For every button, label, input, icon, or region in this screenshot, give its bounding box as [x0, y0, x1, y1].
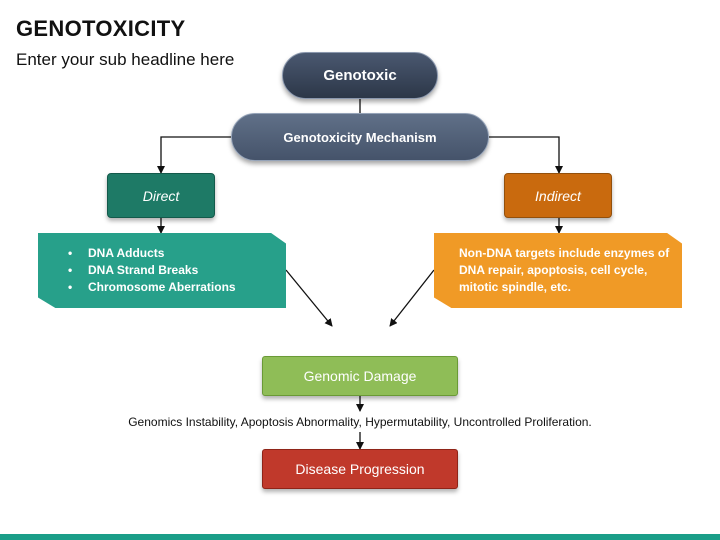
connector-indirect-note-to-damage [389, 269, 435, 327]
bottom-accent-bar [0, 534, 720, 540]
mechanism-node: Genotoxicity Mechanism [231, 113, 489, 161]
indirect-details-text: Non-DNA targets include enzymes of DNA r… [459, 246, 670, 294]
genotoxic-node: Genotoxic [282, 52, 438, 99]
genomic-damage-node: Genomic Damage [262, 356, 458, 396]
indirect-node: Indirect [504, 173, 612, 218]
page-title: GENOTOXICITY [16, 16, 186, 41]
direct-item: DNA Adducts [68, 245, 276, 262]
connector-mechanism-to-indirect [489, 136, 563, 174]
connector-direct-note-to-damage [285, 269, 333, 327]
direct-item: DNA Strand Breaks [68, 262, 276, 279]
disease-progression-node: Disease Progression [262, 449, 458, 489]
direct-details-list: DNA Adducts DNA Strand Breaks Chromosome… [68, 245, 276, 296]
effects-text: Genomics Instability, Apoptosis Abnormal… [128, 415, 592, 429]
page-subtitle: Enter your sub headline here [16, 50, 235, 69]
connector-mechanism-to-direct [157, 136, 231, 174]
indirect-details-note: Non-DNA targets include enzymes of DNA r… [434, 233, 682, 308]
direct-details-note: DNA Adducts DNA Strand Breaks Chromosome… [38, 233, 286, 308]
direct-node: Direct [107, 173, 215, 218]
direct-item: Chromosome Aberrations [68, 279, 276, 296]
